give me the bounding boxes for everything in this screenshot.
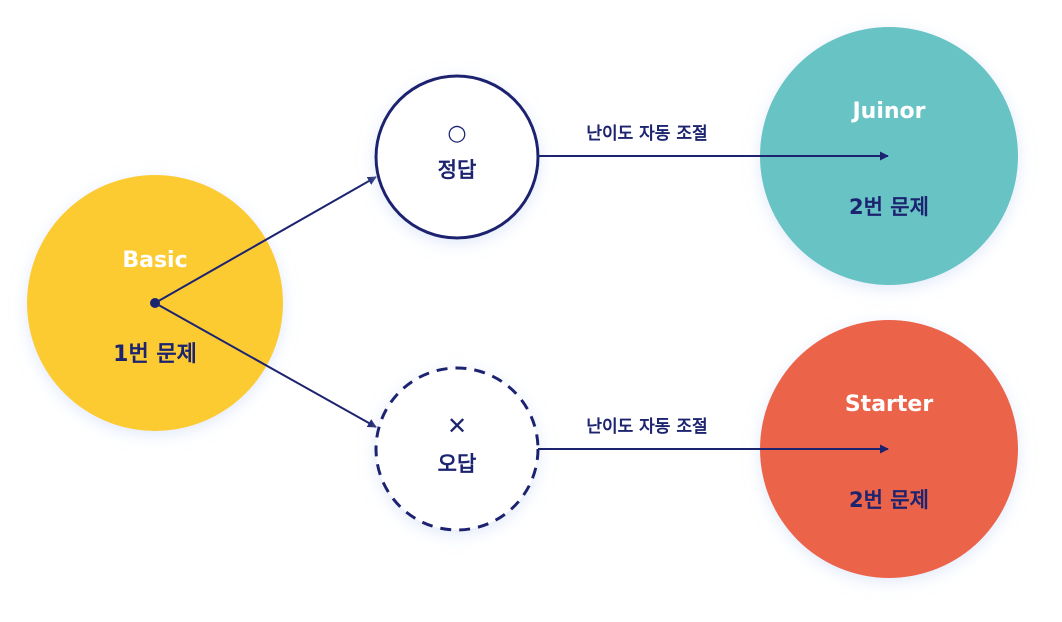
- basic-subtitle: 1번 문제: [113, 342, 197, 367]
- arrow-basic-to-correct: [154, 176, 377, 304]
- edge-label-top: 난이도 자동 조절: [586, 123, 707, 144]
- starter-title: Starter: [845, 392, 933, 417]
- starter-circle: [760, 320, 1018, 578]
- correct-node: ○ 정답: [374, 74, 540, 240]
- wrong-label: 오답: [438, 452, 477, 476]
- wrong-circle: [374, 366, 540, 532]
- edge-label-bottom: 난이도 자동 조절: [586, 416, 707, 437]
- junior-circle: [760, 27, 1018, 285]
- correct-circle: [374, 74, 540, 240]
- basic-center-dot: [150, 298, 160, 308]
- basic-title: Basic: [122, 248, 187, 273]
- correct-label: 정답: [438, 158, 477, 182]
- junior-subtitle: 2번 문제: [849, 195, 929, 219]
- arrow-basic-to-wrong: [154, 302, 377, 428]
- junior-node: Juinor 2번 문제: [760, 27, 1018, 285]
- starter-node: Starter 2번 문제: [760, 320, 1018, 578]
- circle-symbol-icon: ○: [447, 121, 466, 146]
- cross-symbol-icon: ✕: [447, 412, 467, 440]
- starter-subtitle: 2번 문제: [849, 488, 929, 512]
- junior-title: Juinor: [850, 99, 925, 124]
- wrong-node: ✕ 오답: [374, 366, 540, 532]
